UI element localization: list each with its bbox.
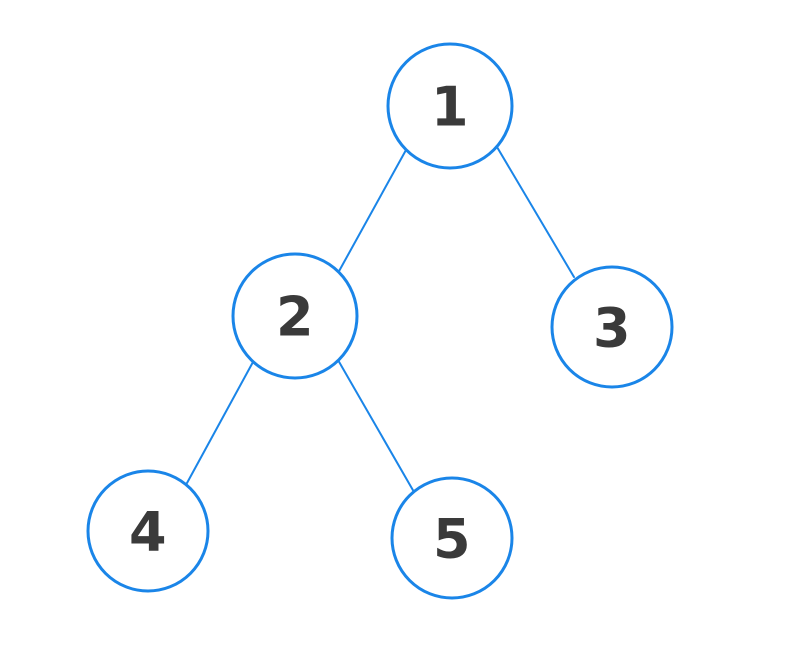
edge-layer (186, 146, 575, 493)
node-circle-2 (231, 252, 359, 380)
node-label-4: 4 (129, 501, 167, 564)
node-label-1: 1 (431, 76, 469, 139)
node-label-3: 3 (593, 297, 631, 360)
node-circle-3 (550, 265, 674, 389)
tree-node-3[interactable]: 3 (550, 265, 674, 389)
tree-edge-n1-n2 (337, 149, 407, 274)
tree-edge-n2-n5 (337, 359, 415, 493)
tree-node-2[interactable]: 2 (231, 252, 359, 380)
tree-node-5[interactable]: 5 (390, 476, 514, 600)
tree-edge-n1-n3 (496, 146, 575, 278)
tree-node-4[interactable]: 4 (86, 469, 210, 593)
tree-node-1[interactable]: 1 (386, 42, 514, 170)
node-circle-4 (86, 469, 210, 593)
node-label-2: 2 (276, 286, 314, 349)
tree-edge-n2-n4 (186, 361, 254, 484)
node-circle-1 (386, 42, 514, 170)
node-layer: 1 2 3 4 5 (86, 42, 674, 600)
node-label-5: 5 (433, 508, 471, 571)
node-circle-5 (390, 476, 514, 600)
